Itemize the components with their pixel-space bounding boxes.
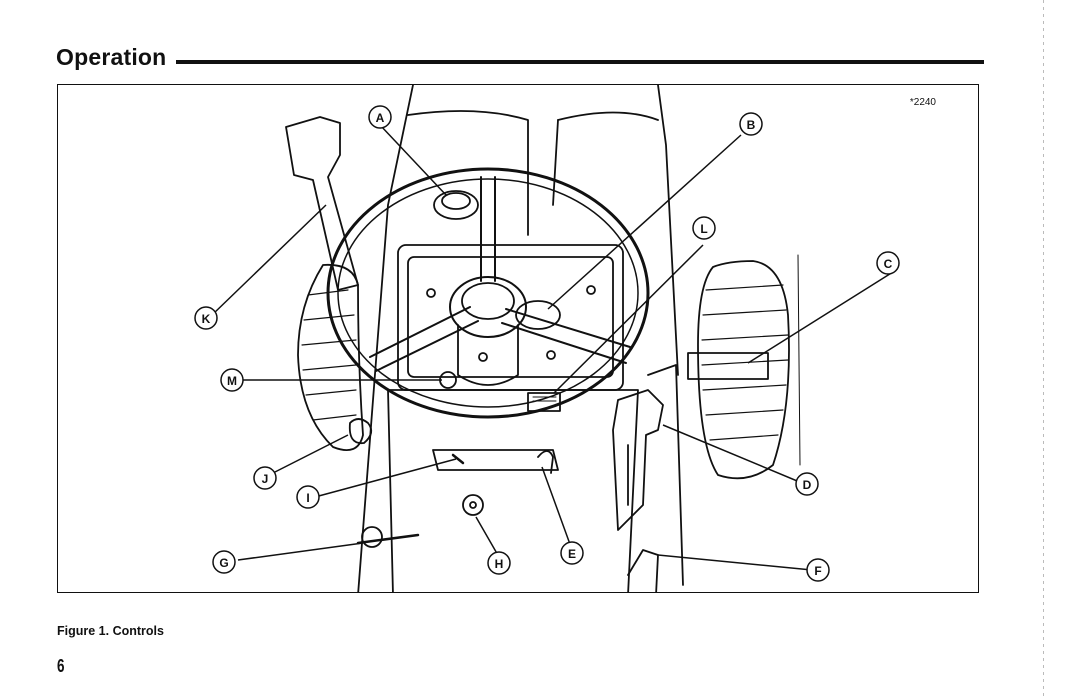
throttle-lever xyxy=(285,116,359,291)
callout-label-h: H xyxy=(495,557,504,571)
callout-d xyxy=(795,472,819,496)
callout-label-a: A xyxy=(376,111,385,125)
callout-label-d: D xyxy=(803,478,812,492)
callout-label-g: G xyxy=(219,556,228,570)
lift-lever xyxy=(612,389,664,531)
hood-outline xyxy=(357,85,414,592)
heading-rule xyxy=(176,60,984,64)
callout-label-e: E xyxy=(568,547,576,561)
callout-label-b: B xyxy=(747,118,756,132)
callout-k xyxy=(194,306,218,330)
callout-h xyxy=(487,551,511,575)
callout-c xyxy=(876,251,900,275)
callout-label-l: L xyxy=(700,222,707,236)
callout-m xyxy=(220,368,244,392)
callout-j xyxy=(253,466,277,490)
page-edge xyxy=(1043,0,1044,698)
figure-caption: Figure 1. Controls xyxy=(57,624,164,638)
callout-g xyxy=(212,550,236,574)
tractor-controls-illustration xyxy=(211,85,894,592)
callout-f xyxy=(806,558,830,582)
callout-e xyxy=(560,541,584,565)
callout-label-i: I xyxy=(306,491,309,505)
callout-l xyxy=(692,216,716,240)
callout-label-m: M xyxy=(227,374,237,388)
callout-label-f: F xyxy=(814,564,821,578)
controls-figure: *2240 xyxy=(57,84,979,593)
section-heading: Operation xyxy=(56,44,167,70)
callout-b xyxy=(739,112,763,136)
steering-wheel xyxy=(326,167,650,419)
callout-label-j: J xyxy=(262,472,269,486)
callout-i xyxy=(296,485,320,509)
callout-label-c: C xyxy=(884,257,893,271)
callout-label-k: K xyxy=(202,312,211,326)
page-number: 6 xyxy=(57,656,65,676)
figure-number: *2240 xyxy=(909,97,936,108)
right-tire xyxy=(697,260,790,480)
callout-layer: A B C D E F G H I J K L M xyxy=(194,105,900,582)
callout-a xyxy=(368,105,392,129)
